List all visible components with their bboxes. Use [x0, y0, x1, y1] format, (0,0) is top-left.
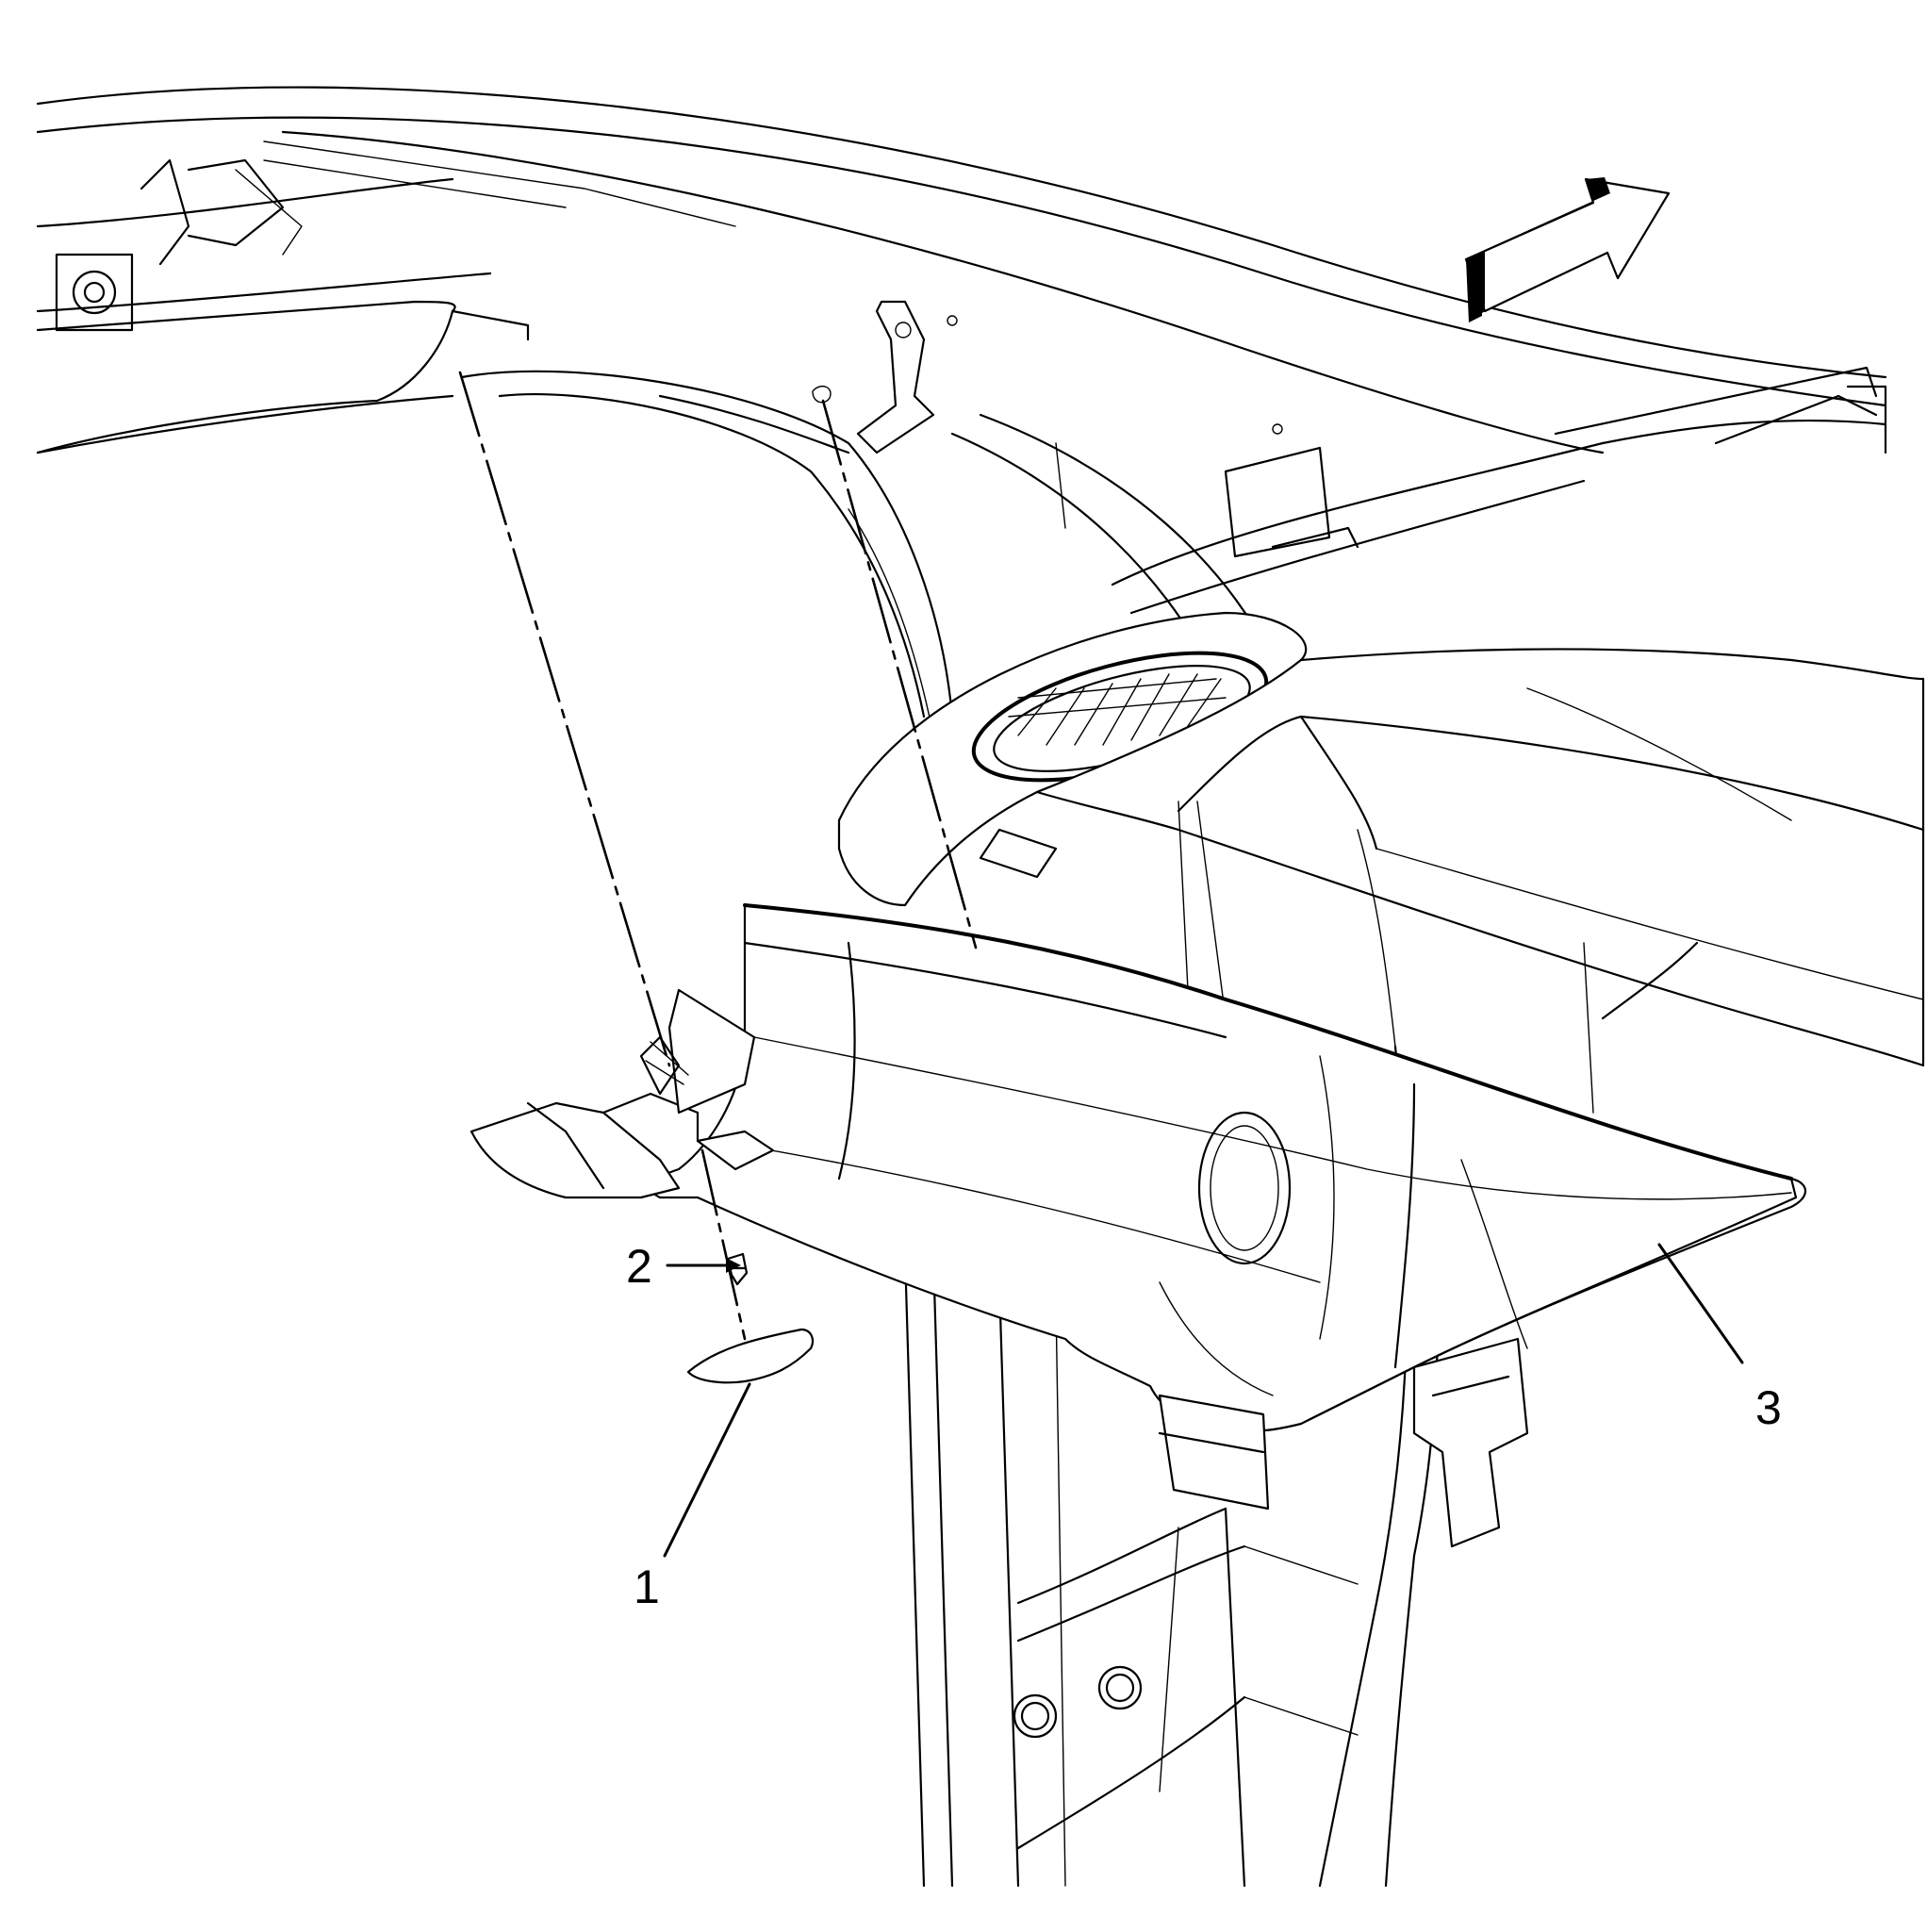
- upper-panel-structure: [36, 86, 1887, 615]
- callout-label-1: 1: [634, 1560, 660, 1613]
- part-1-cover: [686, 1328, 815, 1384]
- instrument-panel-top: [979, 648, 1925, 1114]
- installation-lines: [458, 371, 978, 1341]
- part-3-knee-bolster: [649, 903, 1807, 1548]
- front-direction-arrow-icon: [1464, 177, 1671, 322]
- knee-bolster-left-bracket: [469, 988, 775, 1199]
- callout-leaders: [663, 1243, 1744, 1558]
- callout-label-2: 2: [626, 1240, 652, 1293]
- callout-label-3: 3: [1755, 1381, 1782, 1434]
